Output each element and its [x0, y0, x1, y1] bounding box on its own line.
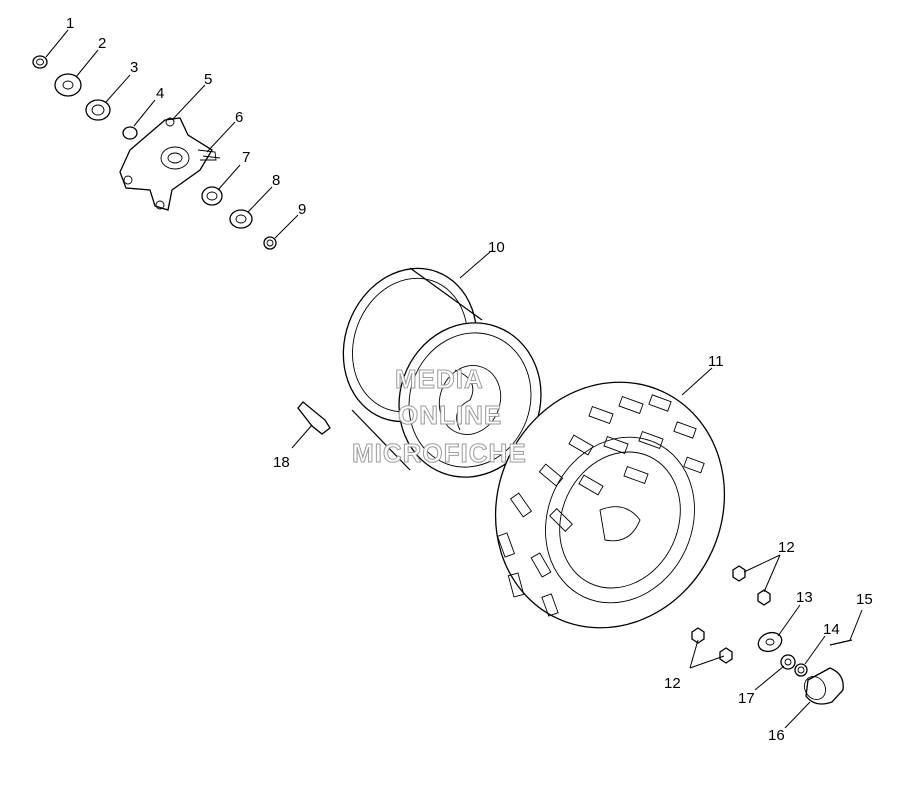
- callout-12-upper: 12: [778, 539, 795, 556]
- part-12-nut-upper-right: [757, 589, 771, 606]
- part-9-nut: [263, 236, 277, 250]
- part-6-bolt: [202, 155, 221, 159]
- callout-4: 4: [156, 85, 164, 102]
- part-12-nut-lower-left: [691, 627, 705, 644]
- callout-5: 5: [204, 71, 212, 88]
- part-7-bearing: [201, 186, 223, 206]
- callout-14: 14: [823, 621, 840, 638]
- leader-lines: [45, 29, 863, 729]
- part-1-nut: [32, 55, 48, 69]
- part-14-nut: [794, 663, 808, 677]
- callout-18: 18: [273, 454, 290, 471]
- callout-11: 11: [708, 353, 724, 370]
- callout-3: 3: [130, 59, 138, 76]
- callout-17: 17: [738, 690, 755, 707]
- watermark-line-3: MICROFICHE: [352, 438, 527, 468]
- part-16-cap: [804, 667, 844, 705]
- watermark: MEDIA ONLINE MICROFICHE: [352, 364, 527, 469]
- callout-6: 6: [235, 109, 243, 126]
- part-3-bearing: [85, 99, 111, 121]
- callout-15: 15: [856, 591, 873, 608]
- part-4-spacer: [122, 126, 138, 140]
- callout-7: 7: [242, 149, 250, 166]
- callout-12-lower: 12: [664, 675, 681, 692]
- part-8-washer: [229, 209, 253, 229]
- callout-13: 13: [796, 589, 813, 606]
- callout-numbers: 1 2 3 4 5 6 7 8 9 10 11 12 12 13 14 15 1…: [66, 15, 873, 744]
- callout-10: 10: [488, 239, 505, 256]
- part-12-nut-lower-right: [719, 647, 733, 664]
- part-11-tire: [494, 381, 726, 629]
- callout-16: 16: [768, 727, 785, 744]
- part-15-pin: [829, 639, 853, 646]
- part-18-valve-stem: [297, 401, 331, 435]
- part-12-nut-upper-left: [732, 565, 746, 582]
- callout-8: 8: [272, 172, 280, 189]
- tire-tread-blocks: [496, 394, 705, 617]
- part-5-hub-knuckle: [119, 117, 217, 211]
- part-10-wheel-rim: [342, 267, 542, 478]
- callout-1: 1: [66, 15, 74, 32]
- part-17-washer: [780, 654, 796, 670]
- callout-2: 2: [98, 35, 106, 52]
- part-2-washer: [54, 73, 82, 97]
- callout-9: 9: [298, 201, 306, 218]
- watermark-line-2: ONLINE: [398, 400, 502, 430]
- watermark-line-1: MEDIA: [395, 364, 484, 394]
- part-13-washer: [757, 631, 783, 653]
